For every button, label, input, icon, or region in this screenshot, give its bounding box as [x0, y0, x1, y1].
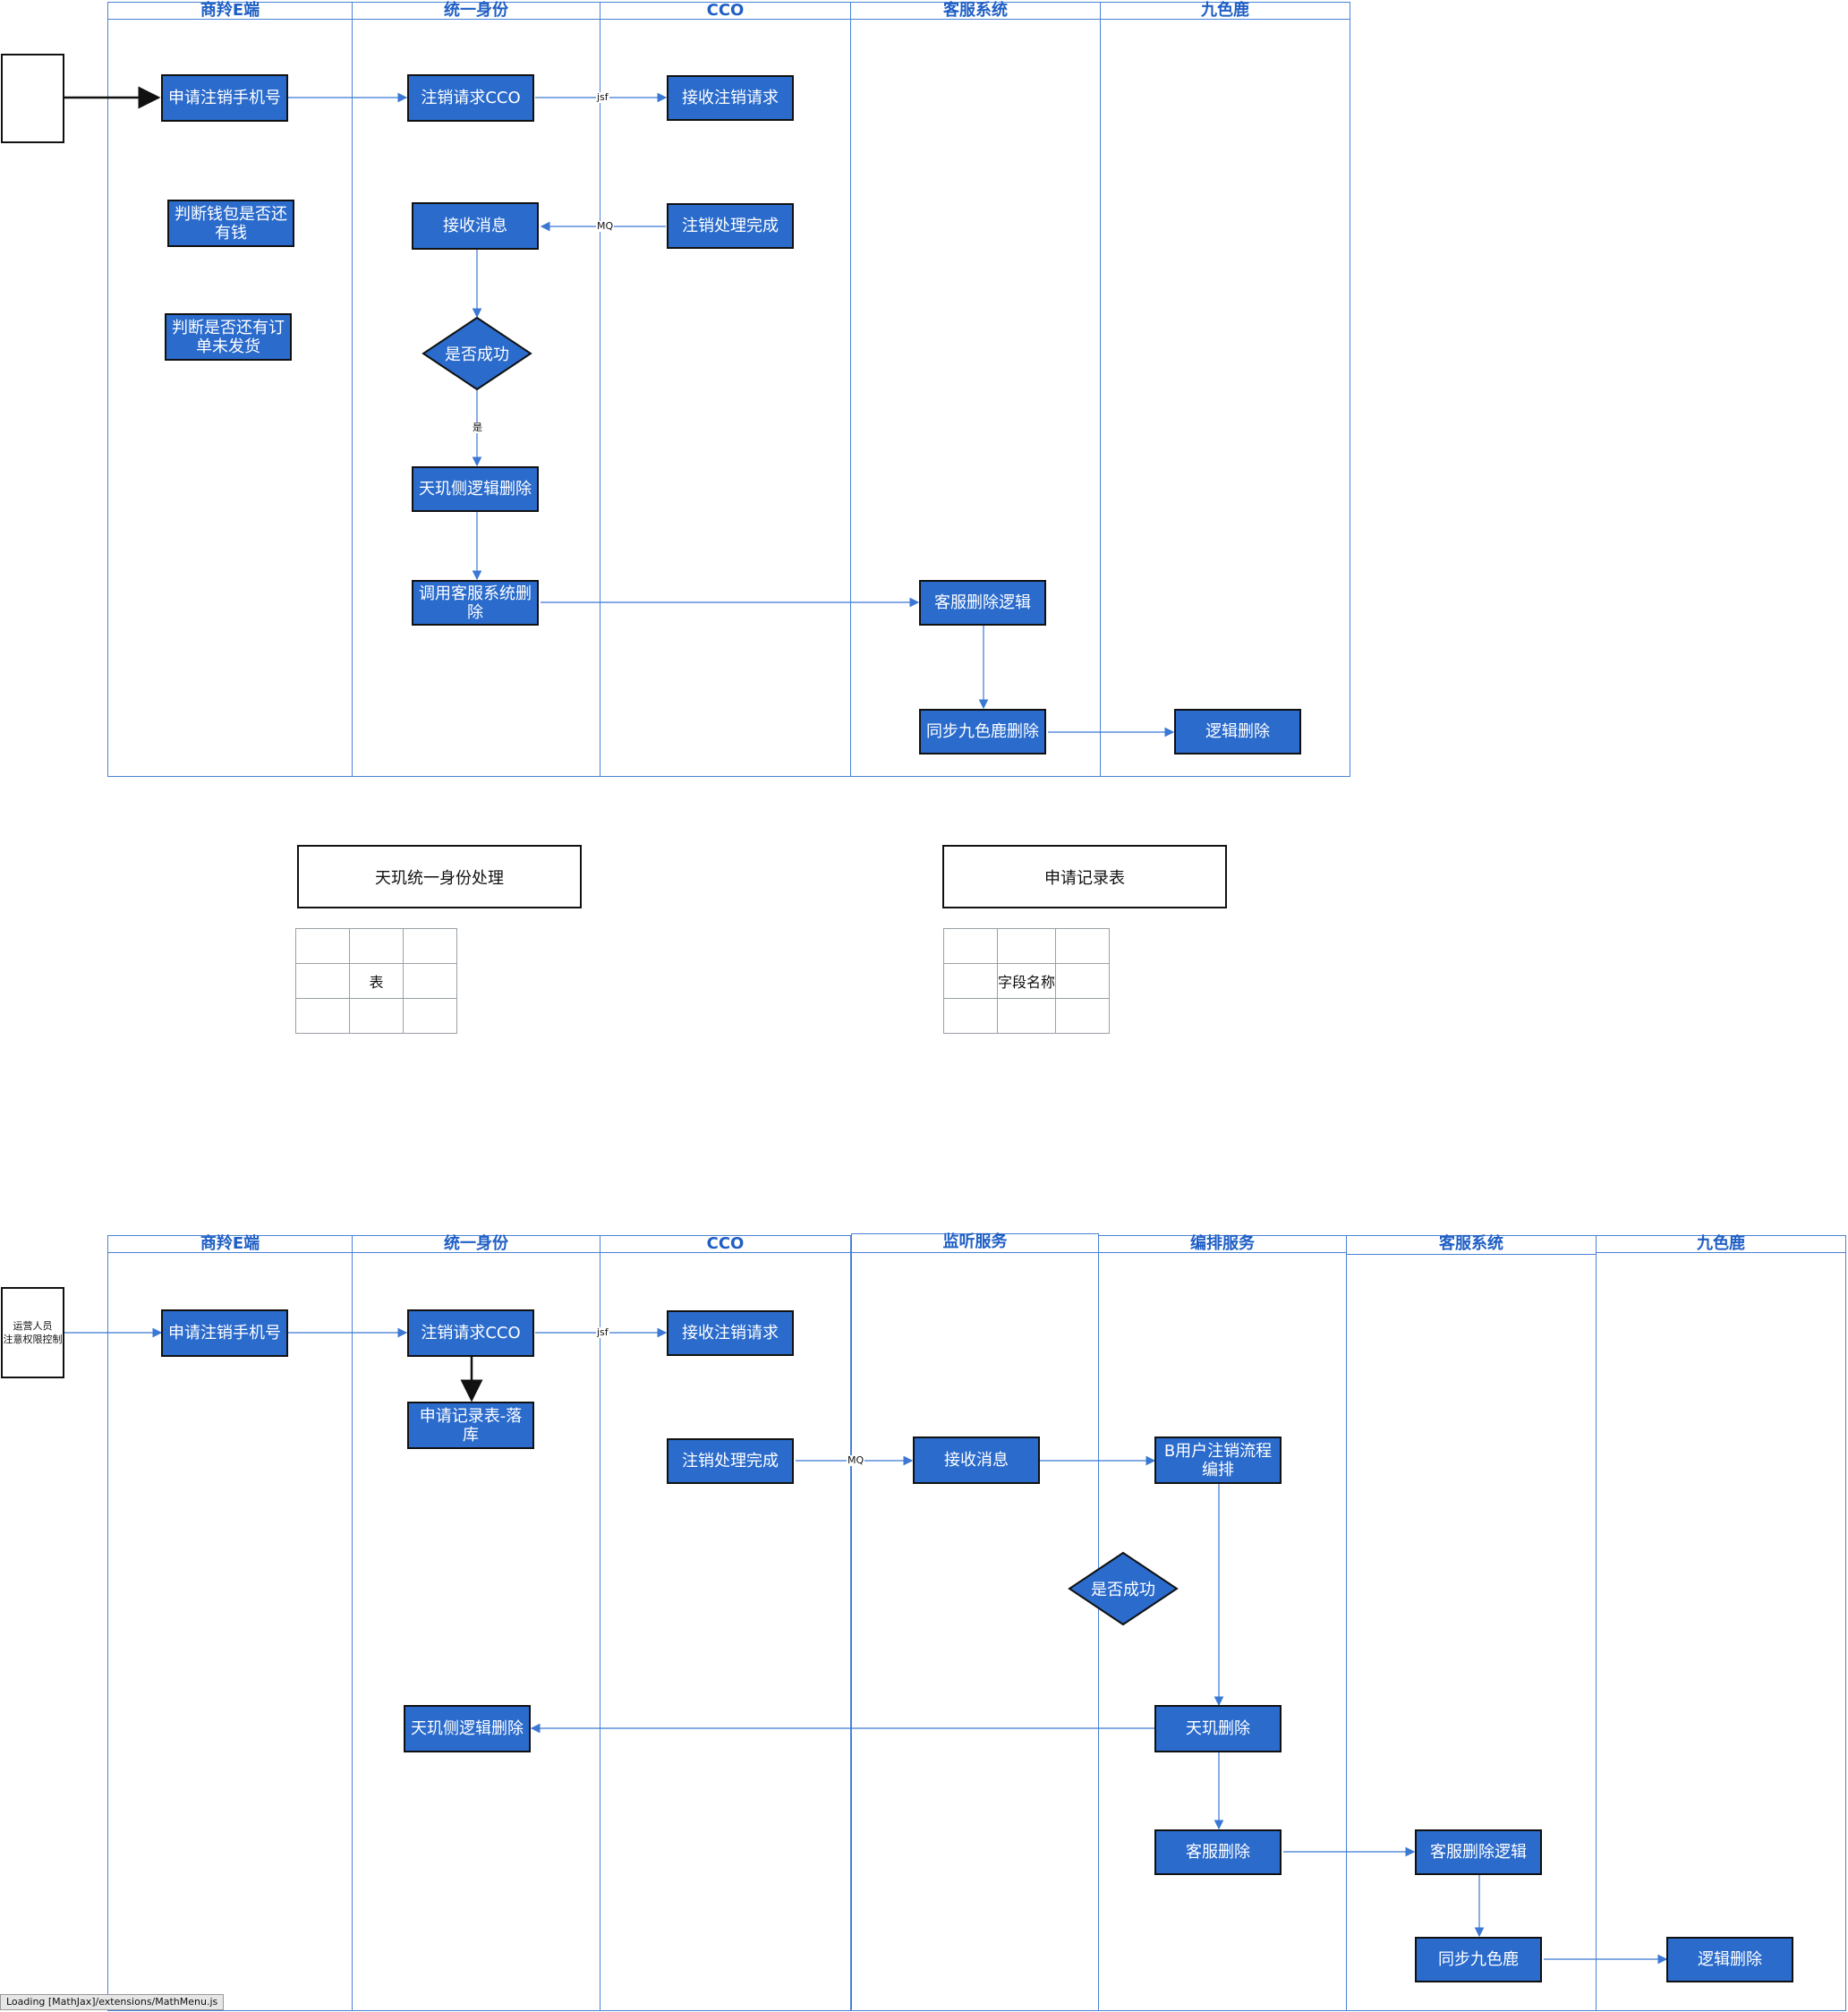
top-node-check-orders: 判断是否还有订单未发货: [165, 313, 292, 361]
top-node-cancel-done: 注销处理完成: [667, 203, 794, 249]
table-cell: [943, 998, 998, 1034]
top-node-logic-delete: 逻辑删除: [1174, 709, 1301, 754]
top-start-actor: [1, 54, 64, 143]
table-cell-center: 表: [349, 963, 404, 999]
top-lane-header-5: 九色鹿: [1100, 2, 1350, 20]
table-cell-center: 字段名称: [996, 963, 1057, 999]
bottom-node-logic-delete: 逻辑删除: [1666, 1937, 1793, 1982]
top-node-call-cs-delete: 调用客服系统删除: [412, 580, 539, 626]
table-cell: [1055, 998, 1111, 1034]
top-node-sync-jsl-delete: 同步九色鹿删除: [919, 709, 1046, 754]
bottom-node-tianji-delete: 天玑侧逻辑删除: [404, 1705, 531, 1752]
top-node-apply-cancel: 申请注销手机号: [161, 74, 288, 122]
top-node-cancel-req-cco: 注销请求CCO: [407, 74, 534, 122]
table-cell: [996, 998, 1057, 1034]
top-edge-label-yes: 是: [472, 422, 483, 433]
bottom-node-b-user-flow: B用户注销流程编排: [1154, 1437, 1282, 1484]
bottom-node-sync-jsl: 同步九色鹿: [1415, 1937, 1542, 1982]
table-left: 表: [295, 928, 457, 1034]
top-node-tianji-delete: 天玑侧逻辑删除: [412, 466, 539, 512]
top-diamond-is-success: [422, 316, 532, 391]
bottom-diamond-label: 是否成功: [1091, 1581, 1155, 1599]
table-cell: [349, 928, 404, 964]
table-cell: [403, 928, 457, 964]
top-node-recv-msg: 接收消息: [412, 202, 539, 250]
table-cell: [403, 963, 457, 999]
table-cell: [349, 998, 404, 1034]
table-cell: [403, 998, 457, 1034]
bottom-lane-7: [1596, 1252, 1846, 2011]
table-cell: [295, 928, 350, 964]
record-table-box: 申请记录表: [942, 845, 1227, 908]
top-lane-5: [1100, 19, 1350, 777]
bottom-lane-3: [600, 1252, 851, 2011]
bottom-lane-header-5: 编排服务: [1098, 1235, 1347, 1253]
table-cell: [996, 928, 1057, 964]
table-cell: [943, 928, 998, 964]
bottom-diamond-is-success: [1068, 1551, 1179, 1626]
top-edge-label-mq: MQ: [596, 220, 615, 232]
table-right: 字段名称: [943, 928, 1111, 1034]
bottom-node-tianji-del: 天玑删除: [1154, 1705, 1282, 1752]
bottom-node-apply-cancel: 申请注销手机号: [161, 1309, 288, 1357]
tianji-identity-box: 天玑统一身份处理: [297, 845, 582, 908]
table-cell: [1055, 928, 1111, 964]
bottom-edge-label-jsf: jsf: [596, 1326, 609, 1338]
top-node-check-wallet: 判断钱包是否还有钱: [167, 200, 294, 247]
table-cell: [295, 963, 350, 999]
bottom-actor: 运营人员 注意权限控制: [1, 1287, 64, 1378]
top-node-cs-delete-logic: 客服删除逻辑: [919, 580, 1046, 626]
bottom-lane-header-2: 统一身份: [352, 1235, 600, 1253]
table-cell: [1055, 963, 1111, 999]
bottom-node-cancel-done: 注销处理完成: [667, 1438, 794, 1484]
bottom-node-record-persist: 申请记录表-落库: [407, 1402, 534, 1449]
table-cell: [943, 963, 998, 999]
bottom-node-recv-msg: 接收消息: [913, 1437, 1040, 1484]
bottom-node-cancel-req-cco: 注销请求CCO: [407, 1309, 534, 1357]
top-diamond-label: 是否成功: [445, 345, 509, 364]
top-edge-label-jsf: jsf: [596, 91, 609, 103]
top-node-recv-cancel-req: 接收注销请求: [667, 75, 794, 121]
bottom-node-recv-cancel-req: 接收注销请求: [667, 1310, 794, 1356]
bottom-edge-label-mq: MQ: [847, 1454, 865, 1466]
status-bar: Loading [MathJax]/extensions/MathMenu.js: [0, 1994, 225, 2010]
bottom-node-cs-delete-logic: 客服删除逻辑: [1415, 1829, 1542, 1875]
table-cell: [295, 998, 350, 1034]
bottom-node-cs-del: 客服删除: [1154, 1829, 1282, 1875]
